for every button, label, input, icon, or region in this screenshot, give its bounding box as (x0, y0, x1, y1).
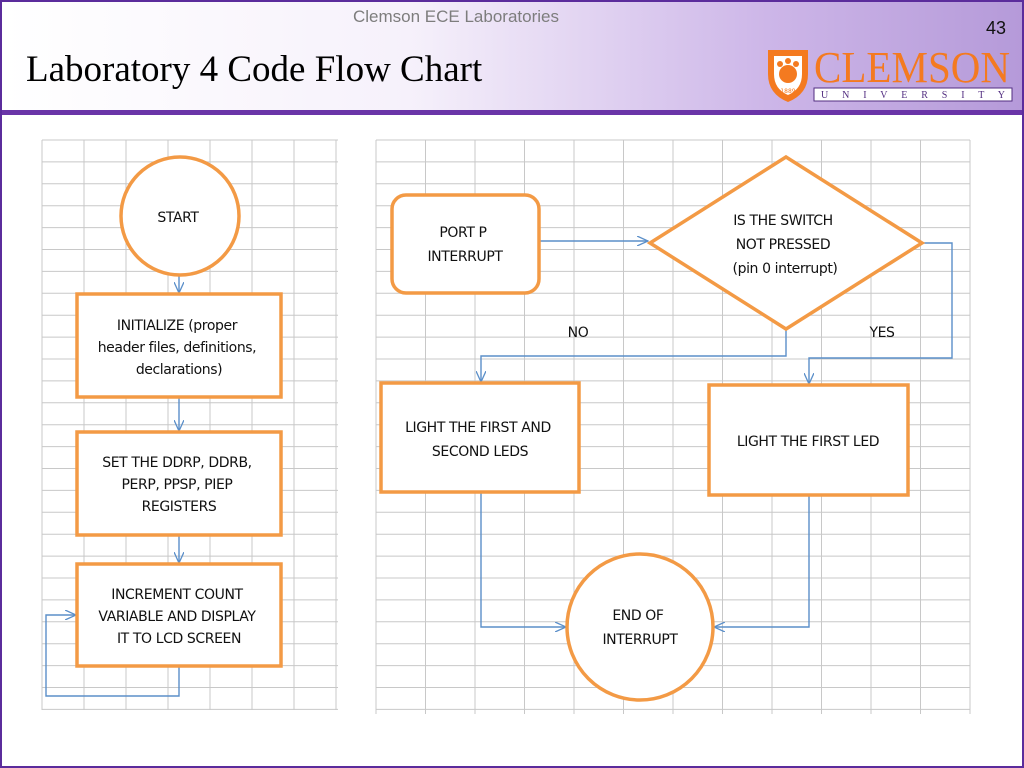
start-label: START (157, 210, 199, 226)
logo-band (813, 87, 1013, 102)
logo-year: 1889 (780, 88, 795, 95)
light-first-led-label: LIGHT THE FIRST LED (737, 434, 879, 450)
set-registers-label: SET THE DDRP, DDRB, PERP, PPSP, PIEP REG… (102, 455, 256, 515)
logo-wordmark: CLEMSON (814, 44, 1010, 92)
port-p-interrupt-label: PORT P INTERRUPT (427, 225, 503, 265)
interrupt-flow-connectors (480, 241, 953, 627)
switch-decision-label: IS THE SWITCH NOT PRESSED (pin 0 interru… (733, 213, 838, 277)
arrow-light-two-to-end (480, 492, 566, 627)
increment-node: INCREMENT COUNT VARIABLE AND DISPLAY IT … (75, 562, 283, 668)
start-node: START (119, 155, 241, 277)
end-of-interrupt-label: END OF INTERRUPT (602, 608, 678, 648)
light-first-and-second-leds-node: LIGHT THE FIRST AND SECOND LEDS (379, 381, 581, 494)
port-p-interrupt-node: PORT P INTERRUPT (390, 193, 541, 295)
light-first-led-node: LIGHT THE FIRST LED (707, 383, 910, 497)
lab-name: Clemson ECE Laboratories (353, 7, 559, 26)
initialize-label: INITIALIZE (proper header files, definit… (98, 318, 261, 378)
logo-subtext: U N I V E R S I T Y (821, 90, 1005, 101)
increment-label: INCREMENT COUNT VARIABLE AND DISPLAY IT … (98, 587, 259, 647)
no-branch-label: NO (568, 325, 589, 341)
tiger-paw-shield-icon: 1889 (768, 50, 808, 102)
yes-branch-label: YES (868, 325, 895, 341)
arrow-light-one-to-end (714, 495, 810, 627)
arrow-decision-yes-branch (809, 242, 953, 384)
switch-decision-node: IS THE SWITCH NOT PRESSED (pin 0 interru… (646, 154, 926, 332)
slide-number: 43 (985, 18, 1006, 38)
arrow-increment-loop-back (45, 615, 180, 697)
main-flow-connectors (45, 276, 180, 697)
end-of-interrupt-node: END OF INTERRUPT (565, 552, 715, 702)
slide-title: Laboratory 4 Code Flow Chart (26, 49, 483, 90)
clemson-logo: 1889 CLEMSON U N I V E R S I T Y (768, 44, 1013, 102)
header-rule (2, 110, 1022, 115)
arrow-decision-no-branch (481, 330, 787, 382)
light-first-and-second-leds-label: LIGHT THE FIRST AND SECOND LEDS (405, 420, 555, 460)
initialize-node: INITIALIZE (proper header files, definit… (75, 292, 283, 399)
set-registers-node: SET THE DDRP, DDRB, PERP, PPSP, PIEP REG… (75, 430, 283, 537)
